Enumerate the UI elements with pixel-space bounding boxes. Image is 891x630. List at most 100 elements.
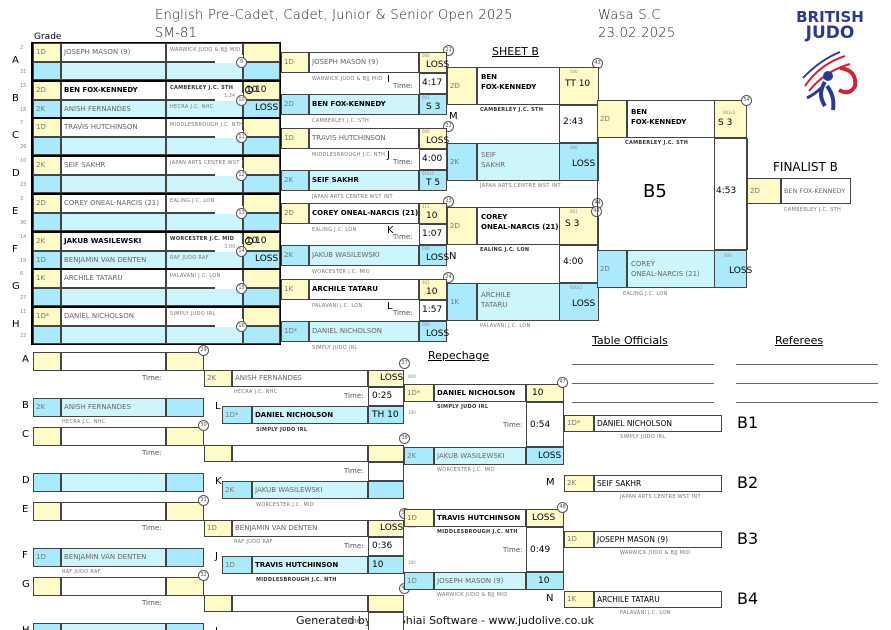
competitor-club: WORCESTER J.C. MID xyxy=(256,502,314,508)
result-club: PALAVANI J.C. LON xyxy=(620,610,671,616)
competitor-name[interactable]: JOSEPH MASON (9) xyxy=(61,43,166,62)
competitor-name[interactable] xyxy=(61,427,166,446)
tokui-waza-icon: T xyxy=(245,236,253,245)
competitor-name[interactable]: JAKUB WASILEWSKI xyxy=(252,481,368,499)
competitor-club: WARWICK JUDO & BJJ MID xyxy=(437,592,508,598)
competitor-name[interactable] xyxy=(61,175,166,194)
official-signature-line-3[interactable] xyxy=(572,402,714,403)
competitor-name[interactable]: JAKUB WASILEWSKI xyxy=(61,231,166,251)
competitor-grade xyxy=(204,595,232,612)
referee-signature-line-3[interactable] xyxy=(736,402,878,403)
competitor-name[interactable]: ANISH FERNANDES xyxy=(61,99,166,118)
result-grade: 1D* xyxy=(564,415,594,432)
competitor-name[interactable]: TRAVIS HUTCHINSON xyxy=(252,556,368,574)
score-cell xyxy=(419,203,447,224)
technique-code: 111 xyxy=(422,204,430,209)
competitor-name[interactable]: DANIEL NICHOLSON xyxy=(61,306,166,326)
match-time-mask xyxy=(215,168,243,177)
result-label: B3 xyxy=(737,529,759,548)
competitor-name[interactable] xyxy=(61,137,166,156)
competitor-name[interactable] xyxy=(232,595,368,612)
result-name[interactable]: ARCHILE TATARU xyxy=(594,591,722,608)
judoka-emblem-icon xyxy=(802,51,858,111)
competitor-name[interactable]: BENJAMIN VAN DENTEN xyxy=(61,547,166,567)
competitor-name[interactable]: BENJAMIN VAN DENTEN xyxy=(232,520,368,537)
competitor-club: EALING J.C. LON xyxy=(312,227,357,233)
finalist-name[interactable]: BEN FOX-KENNEDY xyxy=(781,178,851,204)
score-cell xyxy=(419,278,447,300)
date-label: 23.02.2025 xyxy=(598,26,676,41)
match-time: 2:43 xyxy=(563,117,584,127)
competitor-name[interactable]: DANIEL NICHOLSON xyxy=(309,320,419,342)
official-signature-line-1[interactable] xyxy=(572,364,714,365)
technique-code: 000 xyxy=(570,145,578,150)
competitor-name[interactable]: DANIEL NICHOLSON xyxy=(434,384,526,402)
competitor-club: WARWICK JUDO & BJJ MID xyxy=(170,47,241,53)
competitor-grade xyxy=(33,622,61,630)
competitor-name[interactable]: JAKUB WASILEWSKI xyxy=(434,447,526,465)
competitor-name[interactable] xyxy=(61,472,166,492)
match-time: 3:00 xyxy=(224,243,236,250)
time-label: Time: xyxy=(142,599,162,607)
competitor-name[interactable] xyxy=(61,502,166,521)
competitor-name[interactable] xyxy=(61,622,166,630)
competitor-club-cell xyxy=(166,288,243,307)
match-time: 0:54 xyxy=(530,420,551,430)
official-signature-line-2[interactable] xyxy=(572,383,714,384)
footer-credit: Generated by JudoShiai Software - www.ju… xyxy=(296,614,595,627)
score-cell xyxy=(368,520,404,537)
technique-code: 000 xyxy=(422,53,430,58)
seed-number-bottom: 31 xyxy=(20,69,27,75)
competitor-name[interactable]: DANIEL NICHOLSON xyxy=(252,406,368,424)
competitor-name[interactable]: ARCHILE TATARU xyxy=(309,278,419,300)
competitor-name[interactable]: TRAVIS HUTCHINSON xyxy=(309,127,419,149)
time-label: Time: xyxy=(393,82,413,90)
result-label: B4 xyxy=(737,589,759,608)
referee-signature-line-2[interactable] xyxy=(736,383,878,384)
competitor-grade: 2D xyxy=(281,94,309,115)
competitor-name[interactable]: COREY ONEAL-NARCIS (21) xyxy=(61,193,166,213)
competitor-name[interactable] xyxy=(232,445,368,462)
competitor-name[interactable] xyxy=(61,577,166,596)
competitor-name[interactable] xyxy=(61,352,166,371)
competitor-name[interactable]: JOSEPH MASON (9) xyxy=(434,572,526,590)
competitor-name[interactable]: BENJAMIN VAN DENTEN xyxy=(61,250,166,269)
competitor-name[interactable]: SEIF SAKHR xyxy=(61,156,166,176)
bracket-block-label: B5 xyxy=(643,181,667,202)
match-time: 1:57 xyxy=(422,304,443,315)
competitor-name[interactable]: COREY ONEAL-NARCIS (21) xyxy=(309,203,419,224)
seed-number-bottom: 22 xyxy=(20,332,27,339)
competitor-grade: 1D xyxy=(33,118,61,138)
competitor-name[interactable] xyxy=(61,325,166,344)
competitor-name[interactable] xyxy=(61,212,166,231)
time-cell xyxy=(419,73,447,94)
competitor-name[interactable]: BEN FOX-KENNEDY xyxy=(309,94,419,115)
competitor-name[interactable] xyxy=(61,288,166,307)
competitor-club: RAF JUDO RAF xyxy=(234,539,273,545)
competitor-name-cell[interactable] xyxy=(627,250,717,288)
loser-score: LOSS xyxy=(255,102,279,113)
seed-number-bottom: 27 xyxy=(20,295,27,302)
competitor-name[interactable]: ARCHILE TATARU xyxy=(61,269,166,289)
referee-signature-line-1[interactable] xyxy=(736,364,878,365)
match-time: 4:53 xyxy=(716,186,737,196)
competitor-name[interactable]: ANISH FERNANDES xyxy=(232,370,368,387)
pool-divider xyxy=(31,117,281,120)
result-name[interactable]: SEIF SAKHR xyxy=(594,475,722,492)
competitor-club: JAPAN ARTS CENTRE WST INT xyxy=(170,160,251,167)
competitor-name[interactable]: SEIF SAKHR xyxy=(309,169,419,191)
match-time: 0:36 xyxy=(372,541,393,551)
competitor-name[interactable]: BEN FOX-KENNEDY xyxy=(61,80,166,100)
competitor-name[interactable]: JAKUB WASILEWSKI xyxy=(309,245,419,266)
competitor-name[interactable]: TRAVIS HUTCHINSON xyxy=(61,118,166,138)
competitor-club: JAPAN ARTS CENTRE WST INT xyxy=(312,193,393,200)
competitor-name[interactable] xyxy=(61,62,166,80)
competitor-club-cell xyxy=(166,325,243,344)
competitor-name[interactable]: ANISH FERNANDES xyxy=(61,397,166,417)
result-name[interactable]: JOSEPH MASON (9) xyxy=(594,531,722,548)
match-number-badge: 21 xyxy=(443,45,454,56)
competitor-name[interactable]: TRAVIS HUTCHINSON xyxy=(434,509,526,527)
competitor-grade: 2K xyxy=(447,143,477,181)
result-name[interactable]: DANIEL NICHOLSON xyxy=(594,415,722,432)
competitor-name[interactable]: JOSEPH MASON (9) xyxy=(309,52,419,73)
